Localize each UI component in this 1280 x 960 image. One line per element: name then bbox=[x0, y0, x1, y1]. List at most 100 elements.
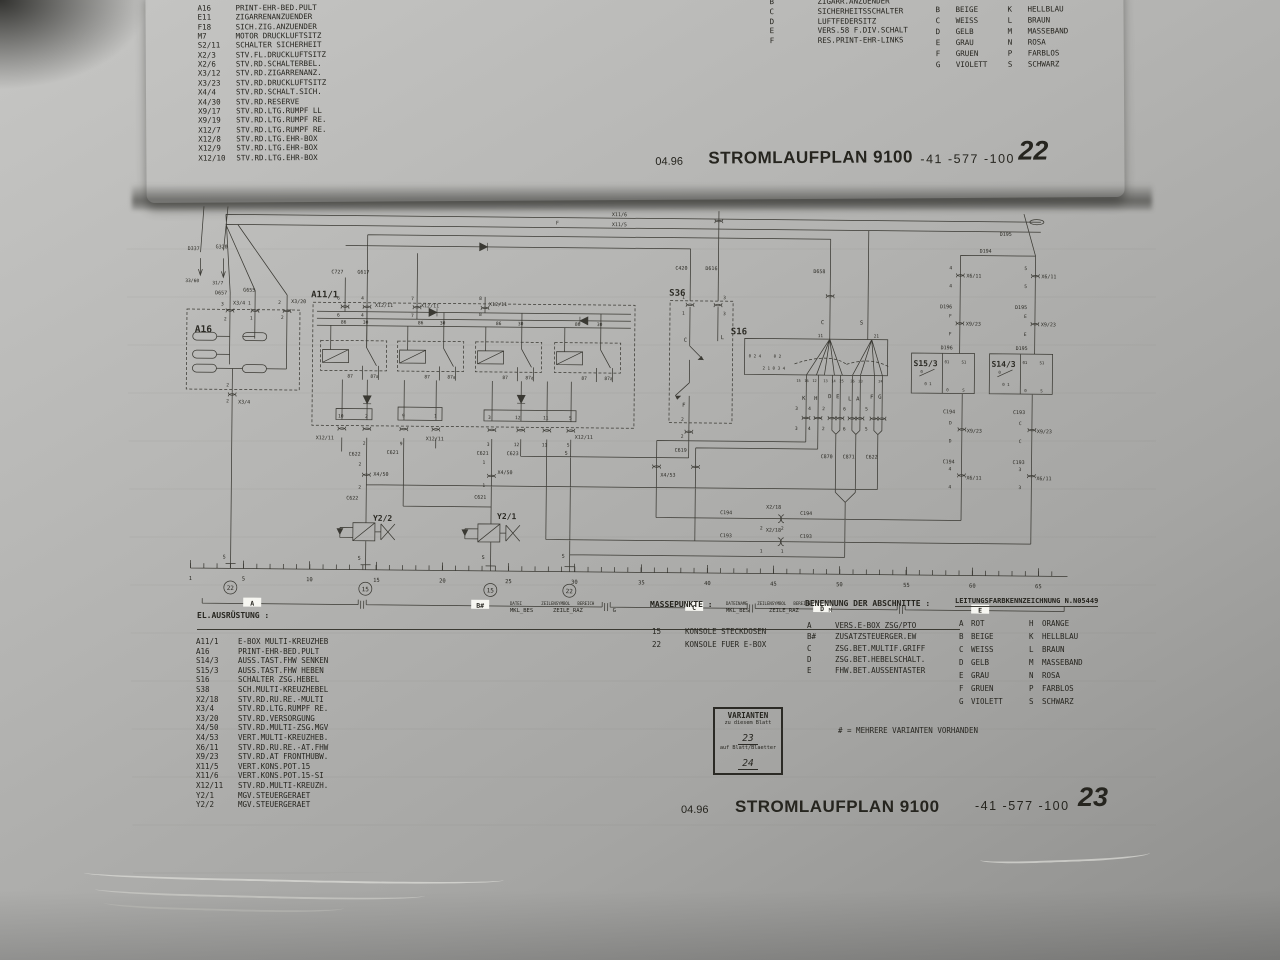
svg-text:C727: C727 bbox=[331, 269, 343, 275]
svg-text:F: F bbox=[682, 403, 685, 409]
svg-text:50: 50 bbox=[836, 582, 843, 588]
svg-text:C194: C194 bbox=[720, 510, 732, 516]
svg-text:C: C bbox=[821, 320, 824, 326]
svg-text:X3/4: X3/4 bbox=[238, 400, 250, 406]
svg-text:D194: D194 bbox=[980, 249, 992, 255]
svg-text:X6/11: X6/11 bbox=[1036, 476, 1051, 482]
page22-title: STROMLAUFPLAN 9100 bbox=[708, 147, 913, 168]
svg-text:15: 15 bbox=[362, 586, 370, 593]
svg-text:7: 7 bbox=[411, 313, 414, 319]
svg-text:2: 2 bbox=[822, 406, 825, 412]
svg-text:22: 22 bbox=[566, 588, 574, 595]
svg-text:X11/5: X11/5 bbox=[612, 222, 627, 228]
svg-text:S36: S36 bbox=[669, 289, 685, 299]
svg-text:S16: S16 bbox=[731, 327, 747, 337]
svg-text:86: 86 bbox=[575, 322, 581, 328]
page22-doc-number: -41 -577 -100 bbox=[920, 151, 1016, 167]
svg-text:87a: 87a bbox=[525, 375, 534, 381]
svg-text:C: C bbox=[684, 338, 687, 344]
svg-text:H: H bbox=[814, 396, 817, 402]
svg-text:4: 4 bbox=[808, 406, 811, 412]
svg-text:86: 86 bbox=[341, 319, 347, 325]
svg-text:D196: D196 bbox=[941, 345, 953, 351]
svg-text:C621: C621 bbox=[474, 495, 486, 501]
page23-date: 04.96 bbox=[681, 804, 709, 816]
svg-text:12: 12 bbox=[514, 442, 520, 448]
svg-text:D: D bbox=[828, 394, 831, 400]
svg-text:4: 4 bbox=[361, 313, 364, 319]
svg-text:87a: 87a bbox=[447, 375, 456, 381]
svg-text:C193: C193 bbox=[1013, 460, 1025, 466]
svg-text:6: 6 bbox=[843, 406, 846, 412]
varianten-this-sheet: 23 bbox=[738, 733, 758, 745]
page23-page-number: 23 bbox=[1078, 782, 1109, 812]
svg-text:2: 2 bbox=[760, 526, 763, 532]
svg-text:D195: D195 bbox=[1015, 305, 1027, 311]
svg-text:0: 0 bbox=[1024, 388, 1027, 393]
massepunkte-title: MASSEPUNKTE : bbox=[650, 600, 713, 609]
svg-text:S15/3: S15/3 bbox=[913, 359, 937, 368]
svg-text:F: F bbox=[556, 221, 559, 227]
svg-text:C193: C193 bbox=[720, 533, 732, 539]
desk-shadow-bottom bbox=[0, 890, 1280, 960]
svg-text:X4/50: X4/50 bbox=[373, 472, 388, 478]
svg-text:11: 11 bbox=[818, 333, 824, 339]
svg-text:3: 3 bbox=[723, 311, 726, 317]
svg-text:0 1: 0 1 bbox=[924, 381, 932, 386]
svg-text:S: S bbox=[860, 320, 863, 326]
svg-text:1: 1 bbox=[682, 311, 685, 317]
svg-text:0: 0 bbox=[920, 369, 923, 374]
svg-text:F: F bbox=[870, 395, 873, 401]
svg-text:0 2: 0 2 bbox=[774, 354, 782, 359]
svg-text:01: 01 bbox=[945, 359, 950, 364]
svg-text:87a: 87a bbox=[370, 374, 379, 380]
svg-text:C623: C623 bbox=[507, 451, 519, 457]
svg-text:X3/20: X3/20 bbox=[291, 299, 306, 305]
svg-text:D: D bbox=[949, 420, 952, 426]
svg-text:F: F bbox=[949, 313, 952, 319]
svg-text:0: 0 bbox=[946, 387, 949, 392]
svg-text:2: 2 bbox=[358, 485, 361, 491]
svg-text:S: S bbox=[358, 556, 361, 562]
svg-text:5: 5 bbox=[1024, 266, 1027, 272]
svg-text:25: 25 bbox=[505, 579, 512, 585]
svg-text:5: 5 bbox=[242, 577, 245, 583]
svg-text:26: 26 bbox=[850, 379, 854, 383]
varianten-title: VARIANTEN bbox=[727, 711, 769, 720]
svg-text:4: 4 bbox=[948, 484, 951, 490]
svg-text:G617: G617 bbox=[357, 270, 369, 276]
svg-text:12: 12 bbox=[515, 415, 521, 421]
svg-text:4: 4 bbox=[949, 265, 952, 271]
svg-text:X9/23: X9/23 bbox=[966, 321, 981, 327]
svg-text:C420: C420 bbox=[675, 266, 687, 272]
svg-text:11: 11 bbox=[542, 442, 548, 448]
svg-text:5: 5 bbox=[865, 427, 868, 433]
svg-text:X3/4: X3/4 bbox=[233, 300, 245, 306]
svg-text:3: 3 bbox=[488, 415, 491, 421]
svg-text:A11/1: A11/1 bbox=[311, 290, 338, 300]
svg-text:86: 86 bbox=[418, 320, 424, 326]
svg-text:9: 9 bbox=[402, 413, 405, 419]
svg-text:X12/11: X12/11 bbox=[489, 302, 507, 308]
svg-text:3: 3 bbox=[1018, 467, 1021, 473]
svg-text:X12/11: X12/11 bbox=[426, 436, 444, 442]
svg-text:6: 6 bbox=[337, 312, 340, 318]
svg-text:X11/6: X11/6 bbox=[612, 212, 627, 218]
svg-text:C621: C621 bbox=[387, 450, 399, 456]
svg-text:S14/3: S14/3 bbox=[991, 360, 1015, 369]
svg-text:8: 8 bbox=[479, 312, 482, 318]
svg-text:4: 4 bbox=[808, 426, 811, 432]
svg-text:6: 6 bbox=[843, 426, 846, 432]
svg-text:15: 15 bbox=[487, 587, 495, 594]
svg-text:65: 65 bbox=[1035, 584, 1042, 590]
svg-text:20: 20 bbox=[439, 578, 446, 584]
svg-text:1: 1 bbox=[434, 413, 437, 419]
svg-text:86: 86 bbox=[496, 321, 502, 327]
svg-text:2: 2 bbox=[278, 300, 281, 306]
svg-text:4: 4 bbox=[361, 296, 364, 302]
farben-title: LEITUNGSFARBKENNZEICHNUNG N.N05449 bbox=[955, 597, 1099, 607]
variants-note: # = MEHRERE VARIANTEN VORHANDEN bbox=[838, 726, 978, 735]
svg-text:X12/11: X12/11 bbox=[375, 303, 393, 309]
